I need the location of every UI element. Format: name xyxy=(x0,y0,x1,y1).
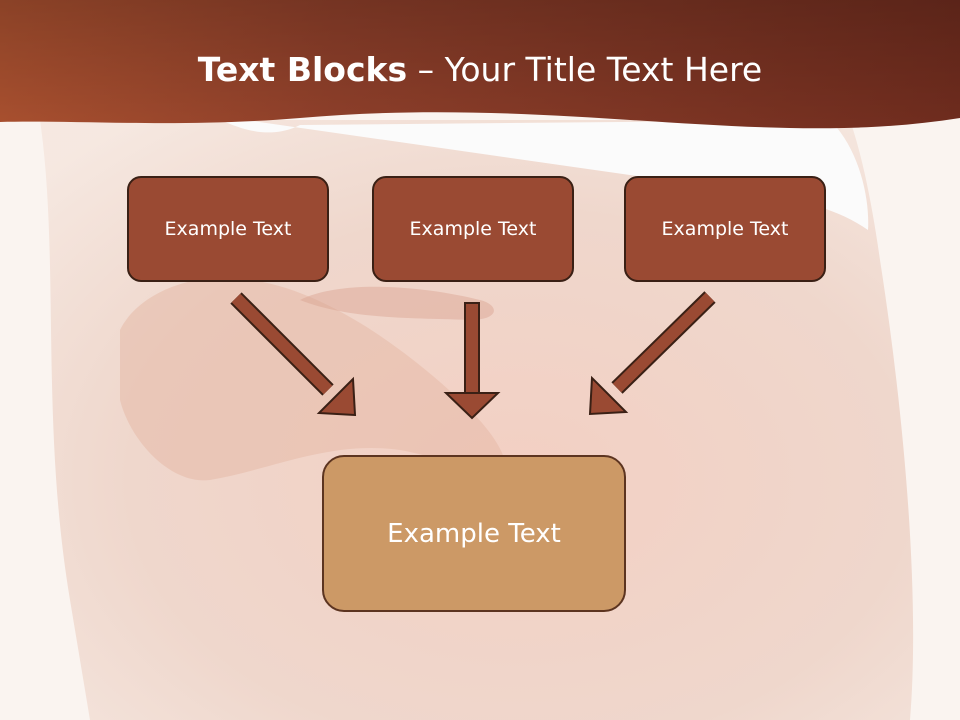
arrow-center xyxy=(443,302,501,420)
text-block-1: Example Text xyxy=(127,176,329,282)
text-block-result-label: Example Text xyxy=(387,518,561,549)
text-block-result: Example Text xyxy=(322,455,626,612)
text-block-2: Example Text xyxy=(372,176,574,282)
title-bold: Text Blocks xyxy=(197,50,408,89)
arrow-left xyxy=(230,292,357,417)
text-block-1-label: Example Text xyxy=(164,218,292,240)
text-block-3-label: Example Text xyxy=(661,218,789,240)
arrow-right xyxy=(588,291,716,416)
title-rest: – Your Title Text Here xyxy=(407,50,763,89)
slide-title: Text Blocks – Your Title Text Here xyxy=(0,50,960,89)
text-block-2-label: Example Text xyxy=(409,218,537,240)
text-block-3: Example Text xyxy=(624,176,826,282)
